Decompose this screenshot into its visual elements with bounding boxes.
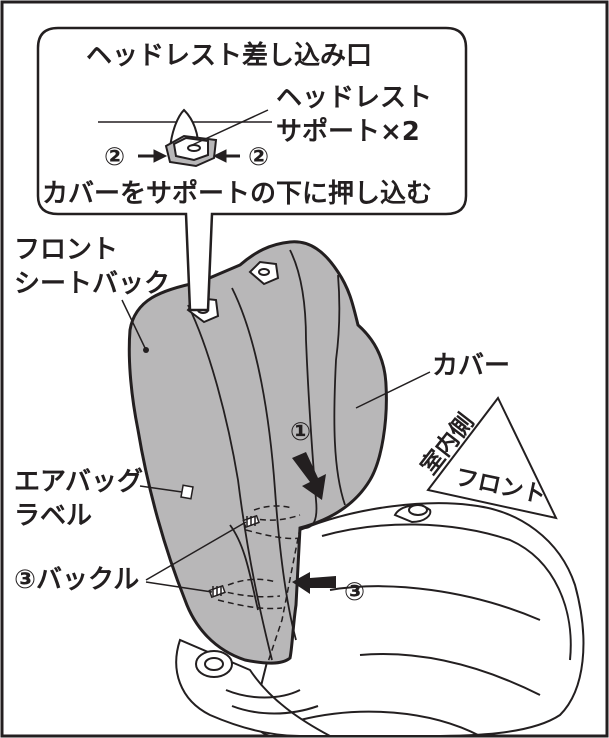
airbag-label-line1: エアバッグ bbox=[14, 467, 143, 497]
front-seatback-leader-dot bbox=[143, 347, 149, 353]
seatback-cover bbox=[127, 240, 388, 665]
step-marker-left: ② bbox=[104, 142, 125, 171]
support-label-line2: サポート×2 bbox=[276, 116, 420, 147]
front-seatback-label-line1: フロント bbox=[14, 235, 118, 265]
seat-cushion bbox=[250, 502, 585, 737]
buckle-bottom bbox=[208, 584, 226, 599]
step1-down-arrow-icon bbox=[292, 452, 326, 500]
push-arrow-right-icon bbox=[138, 149, 168, 163]
airbag-label-line2: ラベル bbox=[14, 501, 92, 531]
airbag-leader bbox=[139, 485, 183, 493]
step3-marker: ③ bbox=[344, 577, 365, 606]
orientation-indicator bbox=[426, 396, 558, 520]
seat-side-frame bbox=[175, 638, 331, 737]
callout-title: ヘッドレスト差し込み口 bbox=[86, 40, 372, 71]
callout-instruction: カバーをサポートの下に押し込む bbox=[42, 178, 432, 209]
cover-seams bbox=[187, 249, 346, 661]
buckle-leader-bottom bbox=[145, 581, 213, 593]
buckle-label: ③バックル bbox=[14, 565, 139, 595]
buckle-leader-top bbox=[145, 521, 247, 581]
step-marker-right: ② bbox=[248, 142, 269, 171]
support-label-line1: ヘッドレスト bbox=[276, 83, 432, 113]
push-arrow-left-icon bbox=[212, 149, 240, 163]
front-seatback-label-line2: シートバック bbox=[14, 269, 170, 299]
step3-push-arrow-icon bbox=[292, 572, 336, 594]
buckle-top bbox=[242, 514, 260, 529]
airbag-label-tab bbox=[180, 484, 194, 500]
step1-marker: ① bbox=[290, 417, 311, 446]
callout-box bbox=[36, 26, 468, 312]
front-seatback-leader bbox=[121, 299, 147, 351]
headrest-support-detail bbox=[98, 108, 272, 168]
cover-label: カバー bbox=[432, 351, 510, 381]
cover-leader bbox=[355, 371, 431, 409]
